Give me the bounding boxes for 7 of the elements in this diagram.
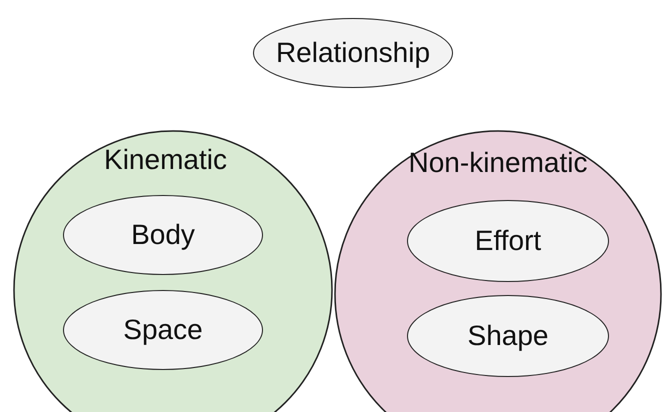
ellipse-label: Effort (474, 225, 542, 257)
ellipse-label: Body (130, 219, 196, 251)
ellipse-label: Shape (466, 320, 550, 352)
category-title: Non-kinematic (408, 147, 588, 179)
category-title: Kinematic (103, 144, 228, 176)
ellipse-label: Space (122, 314, 204, 346)
ellipse-label: Relationship (274, 37, 432, 69)
